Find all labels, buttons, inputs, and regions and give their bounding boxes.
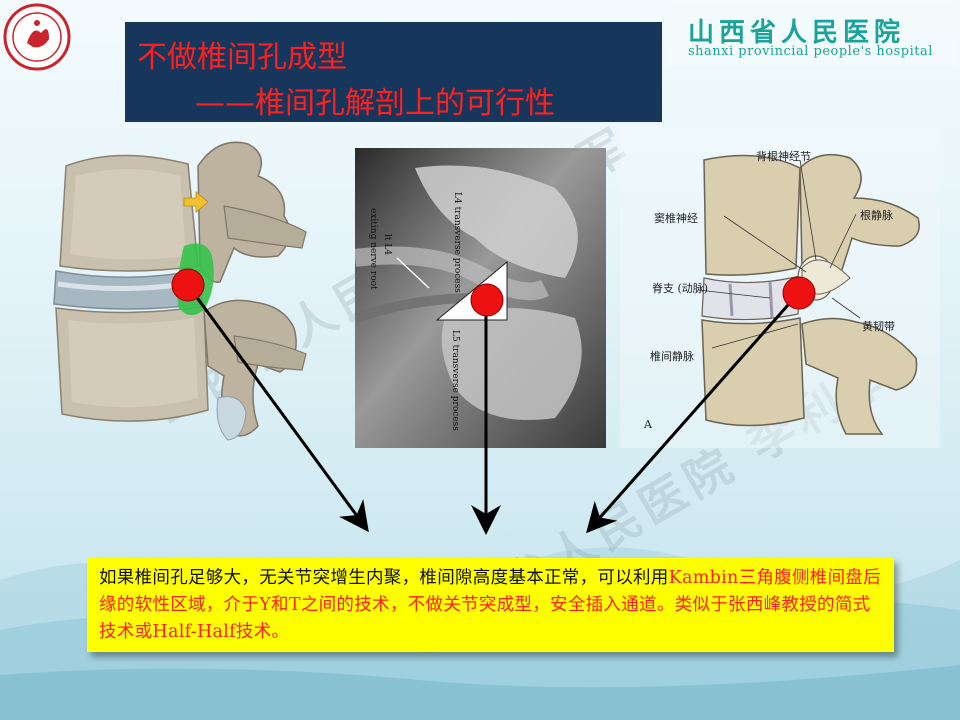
photo-label-lt-l4: lt L4 [382,234,392,255]
photo-label-l4-transverse: L4 transverse process [452,192,462,293]
foramen-anatomic-photo: L4 transverse process exiting nerve root… [355,148,606,448]
label-dorsal-root-ganglion: 背根神经节 [756,150,811,163]
label-spinal-branch: 脊支 (动脉) [652,282,709,295]
photo-label-l5-transverse: L5 transverse process [450,330,460,431]
slide-title-box: 不做椎间孔成型 ——椎间孔解剖上的可行性 [125,22,662,122]
hospital-banner: 山西省人民医院 shanxi provincial people's hospi… [668,4,956,66]
label-sinuvertebral-nerve: 窦椎神经 [654,212,698,225]
label-figure-letter: A [644,418,652,431]
label-ligamentum-flavum: 黄韧带 [862,320,895,333]
hospital-name-en: shanxi provincial people's hospital [688,44,933,59]
photo-label-exiting-root: exiting nerve root [368,208,378,290]
summary-textbox: 如果椎间孔足够大，无关节突增生内聚，椎间隙高度基本正常，可以利用Kambin三角… [87,558,894,652]
slide-subtitle: ——椎间孔解剖上的可行性 [195,86,555,121]
hospital-name-cn: 山西省人民医院 [688,18,906,48]
summary-text-red: Kambin三角腹侧椎间盘后缘的软性区域，介于Y和T之间的技术，不做关节突成型，… [99,568,881,642]
lumbar-spine-illustration [53,141,307,441]
summary-text-black: 如果椎间孔足够大，无关节突增生内聚，椎间隙高度基本正常，可以利用 [99,568,669,588]
label-intervertebral-vein: 椎间静脉 [650,350,694,363]
slide-title: 不做椎间孔成型 [137,40,347,75]
label-radicular-vein: 根静脉 [860,209,893,222]
hospital-logo [3,3,71,71]
